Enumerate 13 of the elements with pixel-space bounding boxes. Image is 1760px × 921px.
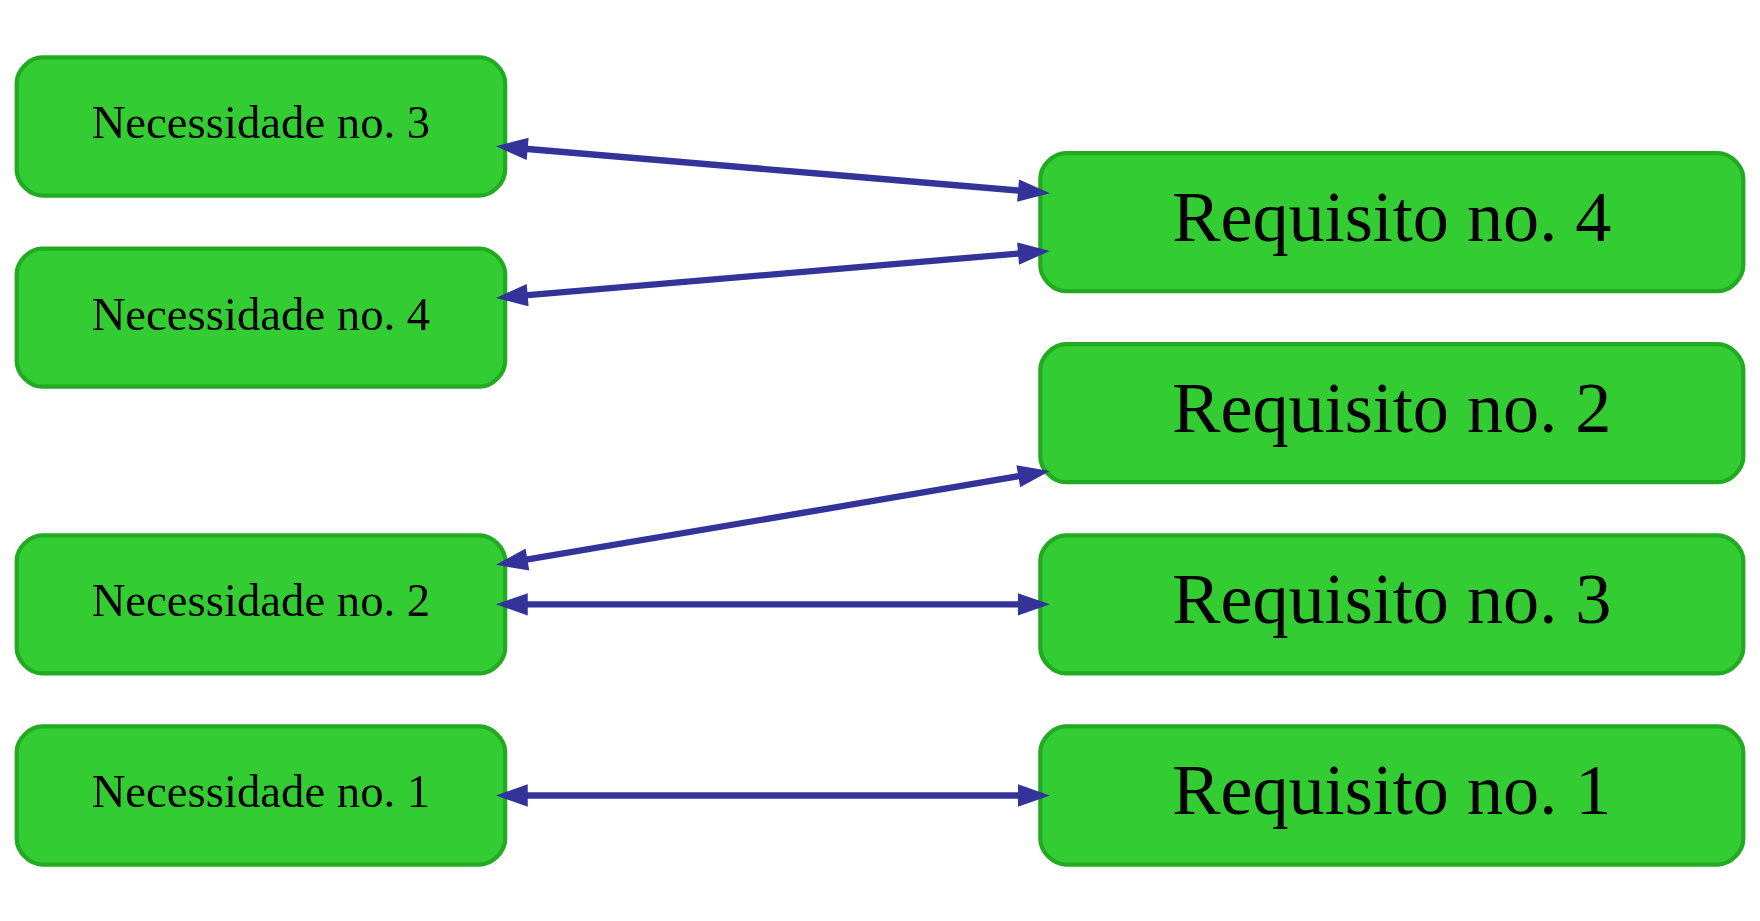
arrow bbox=[495, 464, 1050, 571]
node-box: Requisito no. 1 bbox=[1038, 723, 1746, 867]
node-box: Necessidade no. 3 bbox=[14, 54, 508, 198]
node-box: Necessidade no. 1 bbox=[14, 723, 508, 867]
arrow bbox=[495, 592, 1050, 616]
node-box: Requisito no. 2 bbox=[1038, 341, 1746, 484]
node-box: Necessidade no. 2 bbox=[14, 532, 508, 675]
arrow bbox=[495, 137, 1050, 202]
node-box: Necessidade no. 4 bbox=[14, 246, 508, 389]
node-box: Requisito no. 4 bbox=[1038, 150, 1746, 293]
arrow bbox=[495, 241, 1050, 306]
arrow bbox=[495, 783, 1050, 807]
node-box: Requisito no. 3 bbox=[1038, 532, 1746, 675]
